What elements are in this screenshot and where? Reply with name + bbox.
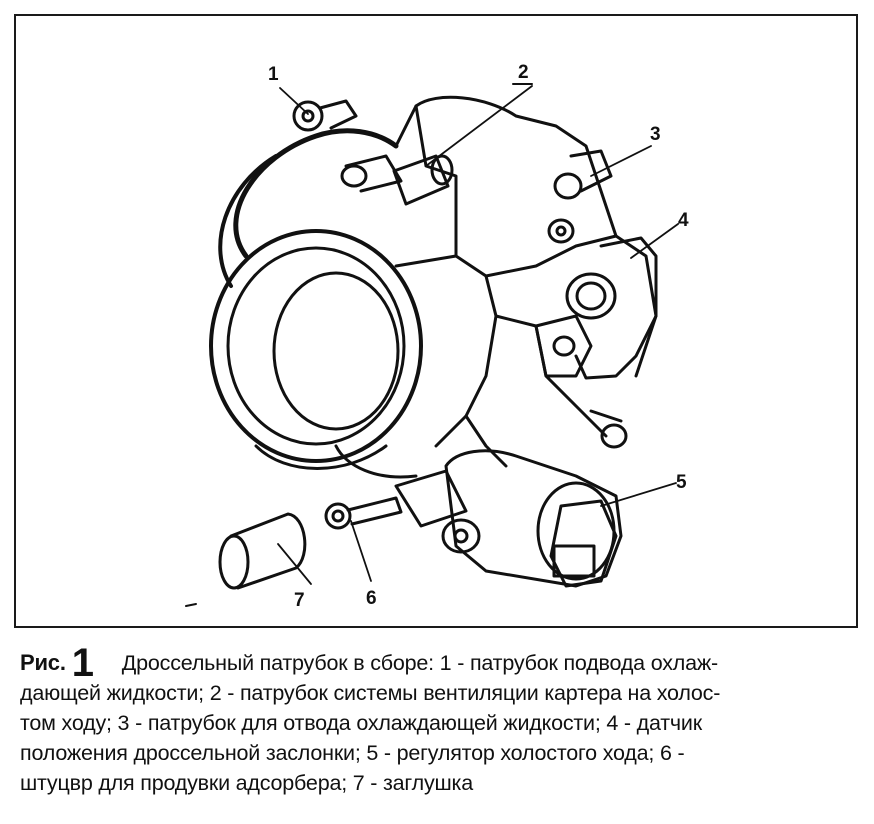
throttle-body-illustration: 1 2 3 4 5 6 7 xyxy=(185,62,689,611)
idle-speed-regulator xyxy=(394,449,623,588)
throttle-housing xyxy=(334,95,658,479)
callout-6: 6 xyxy=(366,588,377,609)
callout-3: 3 xyxy=(650,124,661,145)
throttle-position-sensor xyxy=(534,236,658,449)
callout-5: 5 xyxy=(676,472,687,493)
figure-frame: 1 2 3 4 5 6 7 xyxy=(14,14,858,628)
caption-prefix: Рис. xyxy=(20,650,66,675)
callout-7: 7 xyxy=(294,590,305,611)
caption-line-3: том ходу; 3 - патрубок для отвода охлажд… xyxy=(20,711,702,735)
corner-speck xyxy=(185,603,197,607)
figure-number: 1 xyxy=(71,641,94,685)
intake-flange xyxy=(209,128,423,470)
coolant-outlet-nozzle xyxy=(547,149,613,244)
callout-2: 2 xyxy=(518,62,529,83)
caption-line-2: дающей жидкости; 2 - патрубок системы ве… xyxy=(20,681,721,705)
caption-line-1: Рис.1 Дроссельный патрубок в сборе: 1 - п… xyxy=(20,643,858,683)
caption-line-5: штуцвр для продувки адсорбера; 7 - заглу… xyxy=(20,771,473,795)
leader-lines xyxy=(277,85,679,585)
callout-1: 1 xyxy=(268,64,279,85)
figure-caption: Рис.1 Дроссельный патрубок в сборе: 1 - п… xyxy=(20,643,858,798)
coolant-inlet-nozzle xyxy=(292,99,403,193)
crankcase-ventilation-pipe xyxy=(392,154,454,206)
adsorber-purge-fitting xyxy=(324,496,403,530)
caption-line-4: положения дроссельной заслонки; 5 - регу… xyxy=(20,741,685,765)
caption-text-1: Дроссельный патрубок в сборе: 1 - патруб… xyxy=(121,651,719,675)
callout-4: 4 xyxy=(678,210,689,231)
plug xyxy=(218,512,307,590)
